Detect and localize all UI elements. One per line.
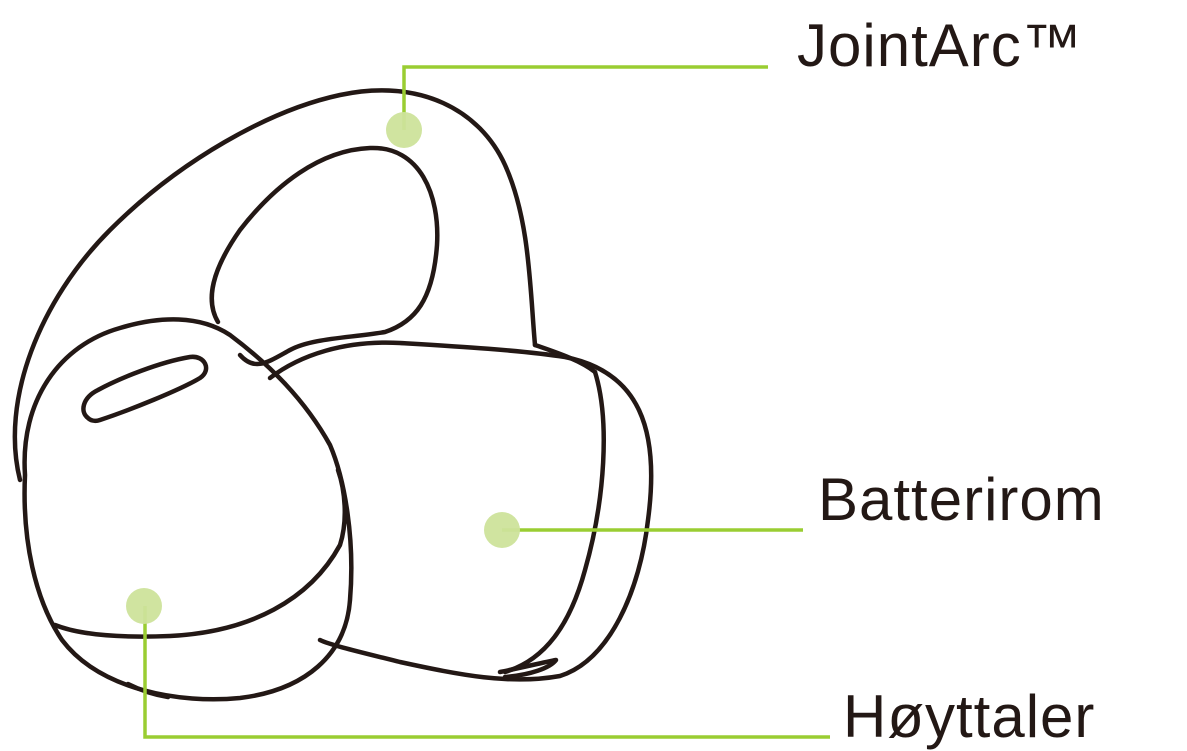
speaker-vent [83,357,206,421]
earbud-illustration [15,90,651,699]
battery-label: Batterirom [818,466,1105,533]
jointarc-leader-line [404,67,768,130]
battery-inner-contour [505,372,604,672]
speaker-marker-dot [126,588,162,624]
marker-dots [126,112,520,624]
speaker-leader-line [145,606,830,737]
speaker-label: Høyttaler [843,683,1095,750]
battery-marker-dot [484,512,520,548]
callout-labels: JointArc™ Batterirom Høyttaler [797,12,1105,750]
speaker-pod [25,319,352,699]
speaker-lower-lip [128,684,168,697]
joint-arc-inner [212,148,438,364]
speaker-face-line [55,470,345,637]
battery-housing [270,343,651,680]
leader-lines [145,67,830,737]
jointarc-marker-dot [386,112,422,148]
jointarc-label: JointArc™ [797,12,1083,79]
